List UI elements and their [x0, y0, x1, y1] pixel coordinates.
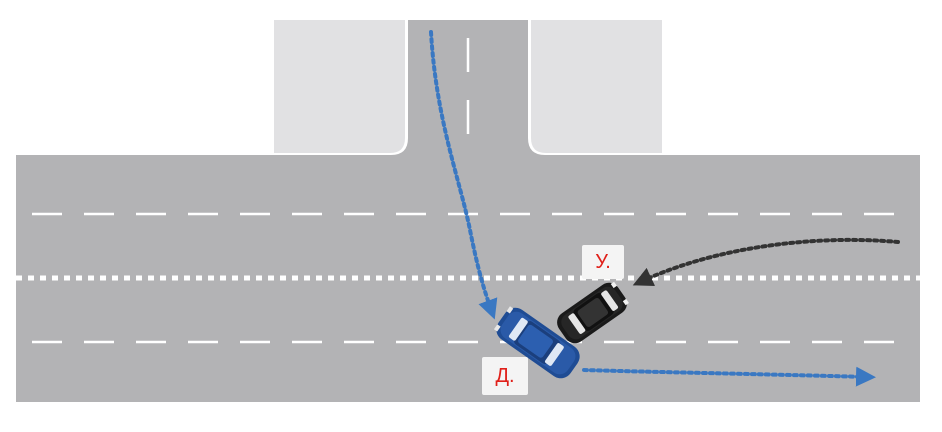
hatchback-icon [557, 281, 629, 344]
sidewalk-blocks [274, 20, 662, 153]
blue-path-arrow [429, 30, 498, 320]
sedan-icon [493, 306, 580, 379]
road-surface [16, 20, 920, 402]
lane-markings [16, 38, 920, 344]
vehicle-d-label: Д. [482, 357, 528, 395]
side-road [16, 20, 920, 402]
blue-path-exit-arrow [582, 366, 876, 387]
sidewalk-block-right [531, 20, 662, 153]
trajectories [429, 30, 900, 387]
vehicle-u-label: У. [582, 245, 624, 279]
black-path-arrow [632, 237, 900, 287]
sidewalk-block-left [274, 20, 405, 153]
